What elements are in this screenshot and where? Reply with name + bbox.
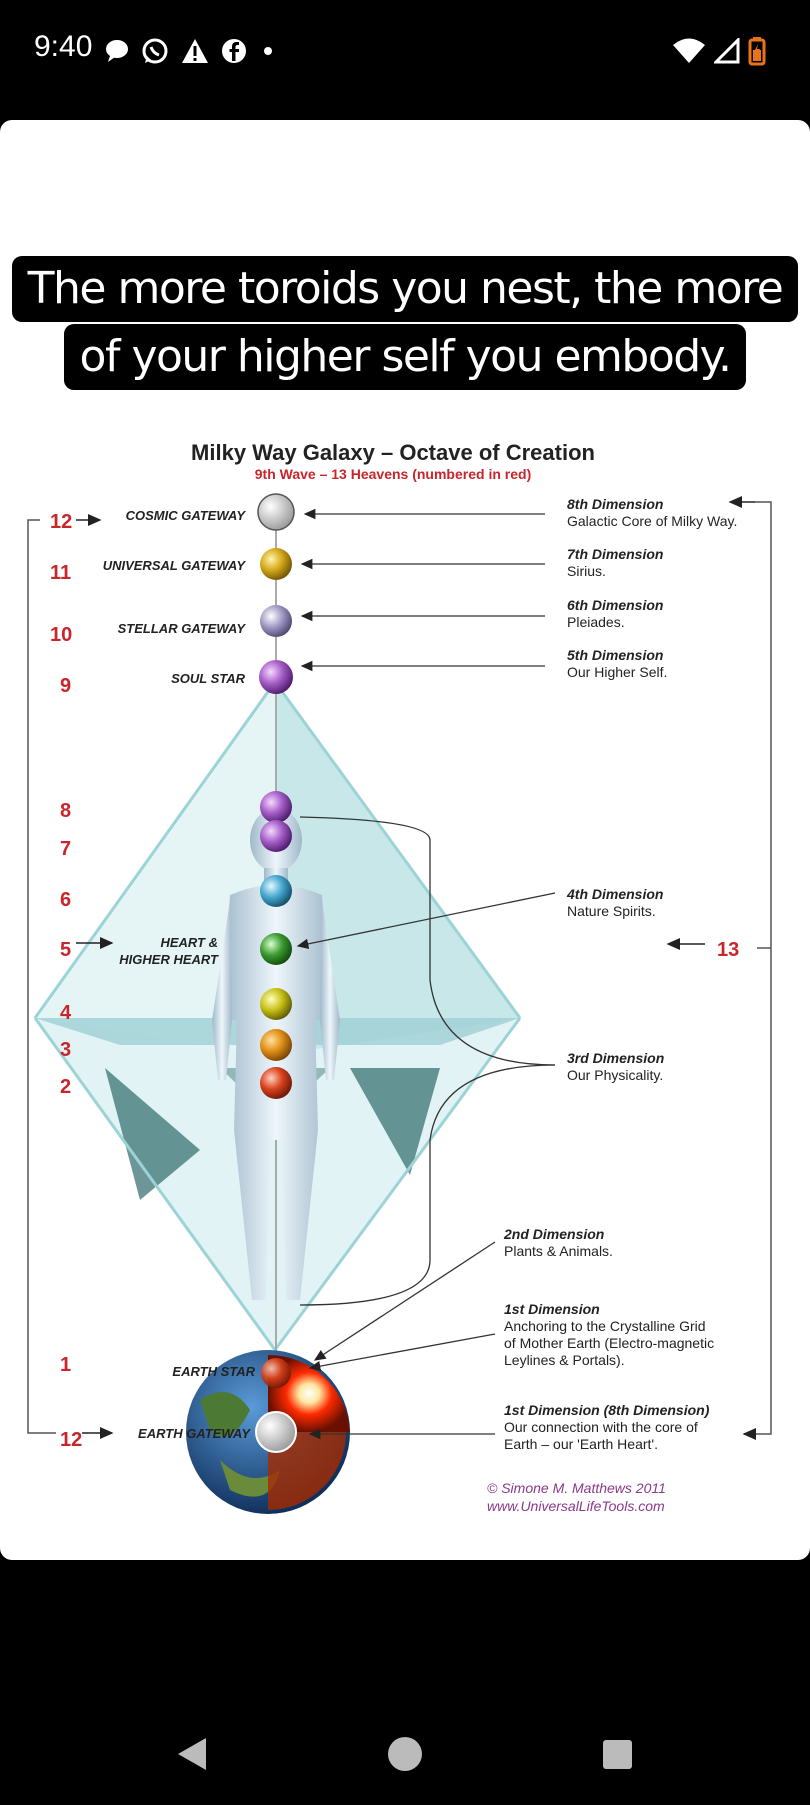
dimension-1b-title: 1st Dimension (8th Dimension) — [504, 1402, 710, 1418]
status-time: 9:40 — [34, 30, 93, 63]
root-sphere — [260, 1067, 292, 1099]
stellar-gateway-sphere — [260, 605, 292, 637]
signal-icon — [714, 38, 740, 64]
dimension-1b-desc: Our connection with the core of — [504, 1419, 698, 1435]
earth-star-sphere — [261, 1358, 291, 1388]
heaven-number: 1 — [60, 1354, 71, 1376]
soul-star-label: SOUL STAR — [171, 671, 246, 686]
recents-button[interactable] — [603, 1740, 632, 1769]
heaven-number: 2 — [60, 1076, 71, 1098]
heaven-number: 12 — [60, 1429, 82, 1451]
heaven-number: 8 — [60, 800, 71, 822]
dimension-8-title: 8th Dimension — [567, 496, 663, 512]
universal-gateway-sphere — [260, 548, 292, 580]
soul-star-sphere — [259, 660, 293, 694]
whatsapp-icon — [142, 38, 168, 64]
post-caption: The more toroids you nest, the more of y… — [0, 256, 810, 390]
caption-line-2: of your higher self you embody. — [63, 324, 747, 390]
status-bar: 9:40 — [0, 0, 810, 104]
dimension-4-title: 4th Dimension — [566, 886, 663, 902]
heart-sphere — [260, 933, 292, 965]
cosmic-gateway-sphere — [257, 493, 295, 531]
battery-charging-icon — [748, 37, 766, 66]
dimension-6-title: 6th Dimension — [567, 597, 663, 613]
left-bracket — [27, 519, 56, 1434]
credit-author: © Simone M. Matthews 2011 — [487, 1480, 666, 1496]
heaven-number: 12 — [50, 511, 72, 533]
system-icons — [672, 36, 766, 66]
dimension-3-desc: Our Physicality. — [567, 1067, 663, 1083]
heart-label-line2: HIGHER HEART — [119, 952, 219, 967]
dimension-7-title: 7th Dimension — [567, 546, 663, 562]
heaven-number: 4 — [60, 1002, 72, 1024]
diagram-subtitle: 9th Wave – 13 Heavens (numbered in red) — [255, 466, 531, 482]
solar-plexus-sphere — [260, 988, 292, 1020]
throat-sphere — [260, 875, 292, 907]
heaven-number: 11 — [50, 562, 71, 584]
octave-diagram: Milky Way Galaxy – Octave of Creation 9t… — [27, 440, 772, 1514]
dimension-1-desc: Leylines & Portals). — [504, 1352, 625, 1368]
earth-globe — [186, 1350, 350, 1514]
heaven-numbers: 12 11 10 9 8 7 6 5 4 3 2 1 12 — [50, 511, 82, 1451]
heaven-number: 10 — [50, 624, 72, 646]
heaven-number: 9 — [60, 675, 71, 697]
heaven-number: 7 — [60, 838, 71, 860]
stellar-gateway-label: STELLAR GATEWAY — [118, 621, 247, 636]
dimension-7-desc: Sirius. — [567, 563, 606, 579]
nav-buttons — [178, 1737, 632, 1771]
credit-url: www.UniversalLifeTools.com — [487, 1498, 665, 1514]
caption-line-1: The more toroids you nest, the more — [11, 256, 799, 322]
dot-icon — [264, 47, 272, 55]
navigation-bar — [0, 1700, 810, 1800]
dimension-2-desc: Plants & Animals. — [504, 1243, 613, 1259]
dimension-2-title: 2nd Dimension — [503, 1226, 604, 1242]
earth-star-label: EARTH STAR — [172, 1364, 255, 1379]
right-bracket — [755, 501, 772, 1435]
heaven-number: 3 — [60, 1039, 71, 1061]
dimension-1b-desc: Earth – our 'Earth Heart'. — [504, 1436, 658, 1452]
earth-gateway-label: EARTH GATEWAY — [138, 1426, 251, 1441]
dimension-1-title: 1st Dimension — [504, 1301, 600, 1317]
dimension-3-title: 3rd Dimension — [567, 1050, 664, 1066]
third-eye-sphere — [260, 820, 292, 852]
home-icon — [388, 1737, 422, 1771]
heaven-number: 5 — [60, 939, 71, 961]
home-button[interactable] — [388, 1737, 422, 1771]
dimension-6-desc: Pleiades. — [567, 614, 625, 630]
cosmic-gateway-label: COSMIC GATEWAY — [126, 508, 247, 523]
recents-icon — [603, 1740, 632, 1769]
dimension-1-desc: of Mother Earth (Electro-magnetic — [504, 1335, 714, 1351]
wifi-icon — [673, 38, 705, 63]
warning-icon — [182, 39, 208, 63]
chat-bubble-icon — [106, 40, 128, 62]
back-icon — [178, 1738, 206, 1770]
universal-gateway-label: UNIVERSAL GATEWAY — [103, 558, 247, 573]
sacral-sphere — [260, 1029, 292, 1061]
back-button[interactable] — [178, 1738, 206, 1770]
heaven-number: 6 — [60, 889, 71, 911]
dimension-5-title: 5th Dimension — [567, 647, 663, 663]
dimension-4-desc: Nature Spirits. — [567, 903, 656, 919]
dimension-5-desc: Our Higher Self. — [567, 664, 667, 680]
heart-label-line1: HEART & — [160, 935, 218, 950]
dimension-8-desc: Galactic Core of Milky Way. — [567, 513, 737, 529]
dimension-1-desc: Anchoring to the Crystalline Grid — [504, 1318, 706, 1334]
notification-icons — [104, 36, 278, 66]
diagram-title: Milky Way Galaxy – Octave of Creation — [191, 440, 595, 465]
crown-sphere — [260, 791, 292, 823]
facebook-icon — [222, 39, 246, 63]
total-heavens-number: 13 — [717, 939, 739, 961]
